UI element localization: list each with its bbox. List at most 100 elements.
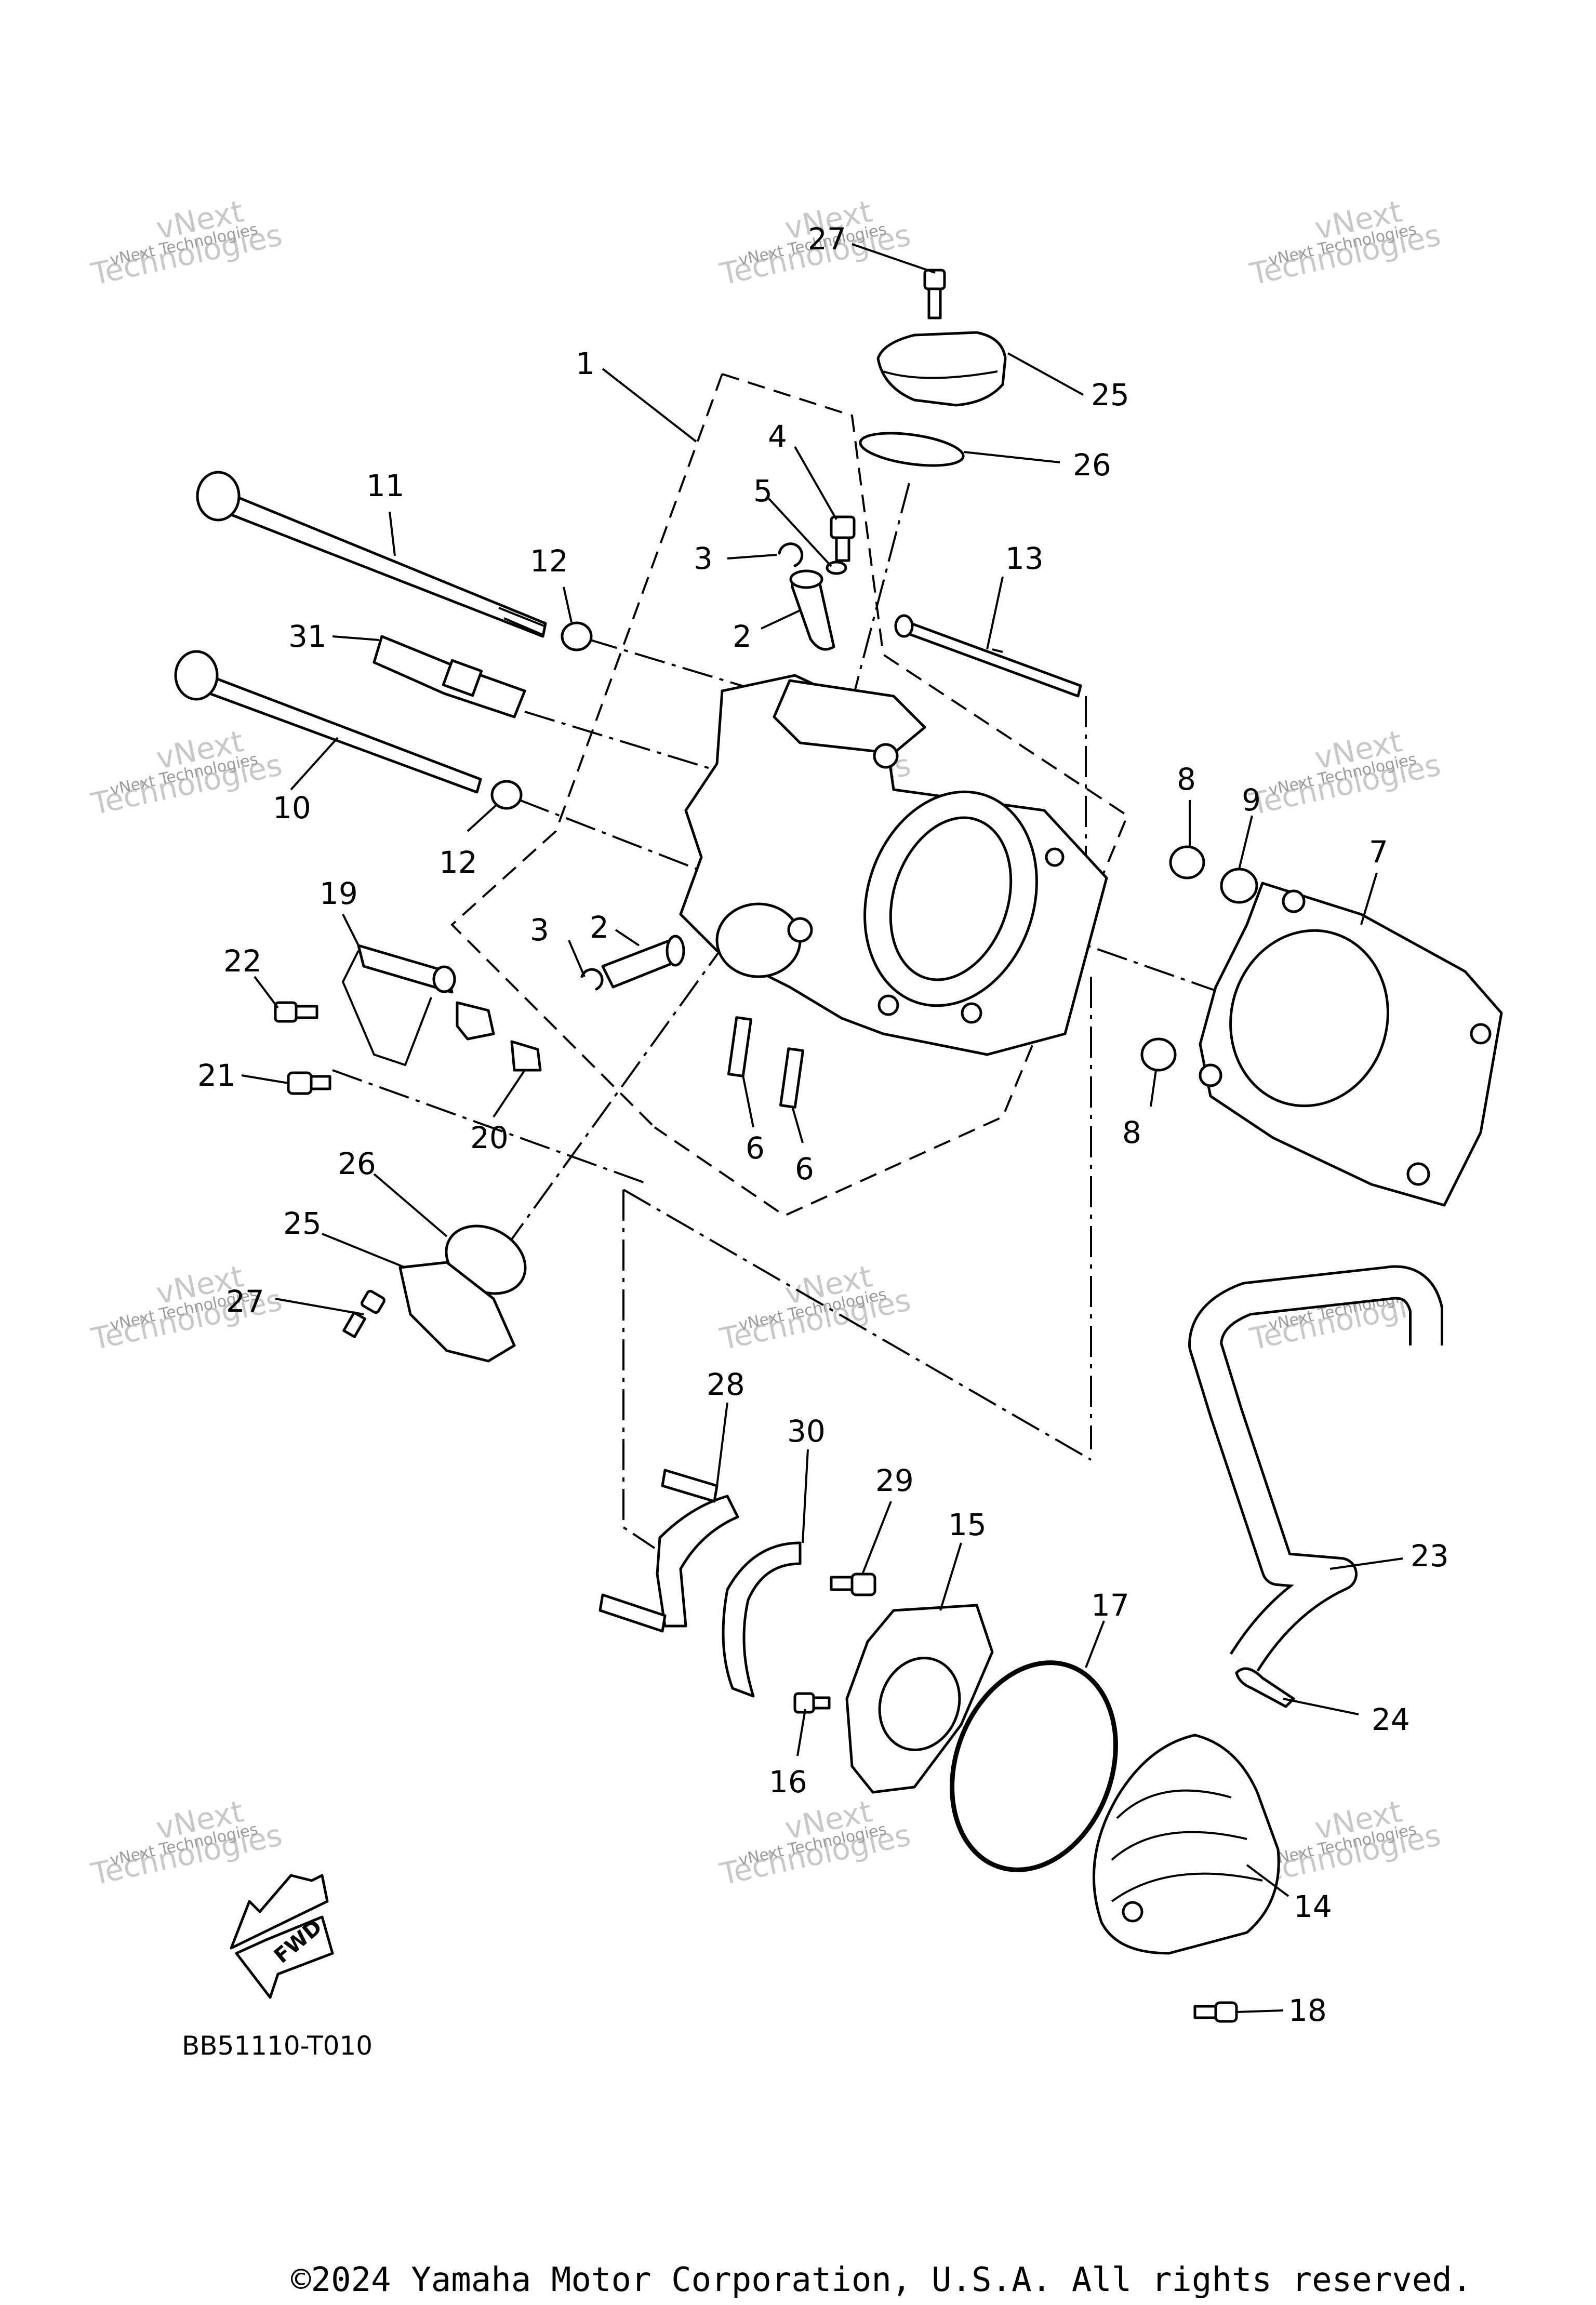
leader-17 — [1085, 1620, 1105, 1668]
cap-body — [876, 331, 1007, 407]
part-19-bracket[interactable] — [341, 944, 456, 1067]
part-10-stud-bolt[interactable] — [174, 650, 482, 794]
align-line-diagonal-lower — [622, 1189, 1092, 1461]
part-31-spark-plug[interactable] — [373, 635, 526, 718]
leader-3-top — [727, 554, 777, 559]
callout-23: 23 — [1411, 1538, 1449, 1574]
leader-12-upper — [563, 587, 573, 623]
leader-11 — [389, 511, 396, 556]
callout-16: 16 — [769, 1764, 807, 1800]
leader-29 — [861, 1501, 892, 1575]
part-2-dowel-lower[interactable] — [601, 935, 685, 989]
align-line-bracket-left — [622, 1190, 656, 1549]
head-lower-port — [715, 902, 802, 978]
callout-31: 31 — [288, 619, 327, 654]
bolt-shank — [310, 1075, 331, 1090]
part-27-top-bolt[interactable] — [923, 269, 946, 319]
leader-2-top — [761, 609, 801, 630]
head-bore-inner — [889, 816, 1013, 981]
part-7-head-gasket[interactable] — [1199, 882, 1503, 1207]
leader-28 — [716, 1402, 728, 1486]
part-25-lower-cap[interactable] — [398, 1261, 516, 1363]
callout-19: 19 — [320, 876, 358, 911]
head-hole — [1045, 847, 1065, 867]
part-28-bracket[interactable] — [598, 1469, 739, 1633]
bolt-shank — [835, 536, 850, 562]
bolt-head — [361, 1289, 385, 1314]
part-30-clip[interactable] — [722, 1541, 802, 1698]
callout-24: 24 — [1372, 1702, 1410, 1737]
callout-6-right: 6 — [795, 1151, 814, 1187]
callout-labels: 1 2 2 3 3 4 5 6 6 7 8 8 9 10 11 12 12 13… — [197, 221, 1449, 2028]
leader-12-lower — [467, 804, 497, 832]
leader-lines — [241, 243, 1403, 2013]
cylinder-head-assembly[interactable] — [679, 674, 1108, 1056]
align-line-bolt-10 — [519, 799, 707, 874]
part-22-bolt[interactable] — [274, 1001, 318, 1023]
group-outline-right — [654, 373, 1129, 1217]
callout-10: 10 — [273, 790, 311, 825]
leader-24 — [1283, 1698, 1359, 1715]
part-17-oring[interactable] — [924, 1640, 1143, 1893]
part-27-lower-bolt[interactable] — [342, 1289, 385, 1338]
callout-20: 20 — [470, 1120, 509, 1155]
leader-23 — [1329, 1557, 1403, 1570]
leader-1 — [602, 368, 697, 443]
part-11-stud-bolt[interactable] — [196, 471, 547, 638]
part-23-hose-fill — [1191, 1268, 1441, 1670]
bolt-shank — [927, 287, 942, 319]
sensor-body — [456, 1001, 495, 1041]
part-21-bolt[interactable] — [287, 1071, 331, 1095]
callout-5: 5 — [753, 473, 773, 509]
callout-12-lower: 12 — [439, 845, 477, 880]
part-8-dowel-lower[interactable] — [1140, 1037, 1177, 1072]
callout-22: 22 — [223, 943, 262, 979]
part-9-seal[interactable] — [1220, 868, 1258, 904]
part-25-top-cap[interactable] — [876, 331, 1007, 407]
bolt-head — [287, 1071, 313, 1095]
leader-4 — [794, 446, 837, 520]
part-16-bolt[interactable] — [793, 1692, 831, 1714]
bracket-end — [432, 965, 456, 993]
part-3-clip-top[interactable] — [778, 542, 804, 567]
callout-2-top: 2 — [733, 619, 752, 654]
leader-8-lower — [1150, 1070, 1157, 1107]
fwd-arrow: FWD — [230, 1874, 334, 1999]
gasket-hole — [1470, 1023, 1492, 1045]
callout-29: 29 — [875, 1463, 914, 1498]
part-8-dowel-upper[interactable] — [1169, 845, 1205, 880]
gasket-bore — [1229, 929, 1389, 1108]
watermark-10: Technologies vNext Technologies vNext — [88, 1793, 285, 1892]
part-12-washer-lower[interactable] — [490, 780, 523, 810]
align-line-cap-25 — [851, 483, 910, 702]
part-14-cover[interactable] — [1092, 1734, 1280, 1955]
part-6-stud-left[interactable] — [727, 1016, 753, 1077]
leader-2-lower — [615, 929, 640, 947]
part-2-dowel-top[interactable] — [789, 569, 835, 651]
part-12-washer-upper[interactable] — [561, 621, 593, 651]
part-20-sensor[interactable] — [456, 1001, 542, 1072]
part-4-bolt[interactable] — [830, 515, 856, 562]
part-18-bolt[interactable] — [1193, 2001, 1238, 2023]
leader-14 — [1246, 1864, 1289, 1897]
part-13-bolt[interactable] — [894, 614, 1082, 698]
stud-head — [174, 650, 219, 701]
part-3-clip-lower[interactable] — [580, 968, 604, 991]
cover-body — [1092, 1734, 1280, 1955]
part-26-top-oring[interactable] — [858, 428, 965, 471]
part-24-clamp[interactable] — [1235, 1667, 1295, 1708]
leader-27-top — [852, 243, 936, 274]
callout-9: 9 — [1242, 782, 1261, 818]
callout-30: 30 — [787, 1414, 826, 1449]
part-6-stud-right[interactable] — [779, 1047, 805, 1109]
part-15-plate[interactable] — [845, 1604, 994, 1794]
bolt-head — [274, 1001, 298, 1023]
callout-15: 15 — [948, 1507, 987, 1542]
part-29-bolt[interactable] — [830, 1573, 876, 1596]
callout-21: 21 — [197, 1058, 236, 1093]
watermark-11: Technologies vNext Technologies vNext — [716, 1793, 914, 1892]
callout-3-top: 3 — [694, 541, 713, 576]
part-5-washer[interactable] — [826, 561, 847, 575]
leader-7 — [1360, 872, 1378, 925]
watermark-3: Technologies vNext Technologies vNext — [1246, 193, 1444, 292]
